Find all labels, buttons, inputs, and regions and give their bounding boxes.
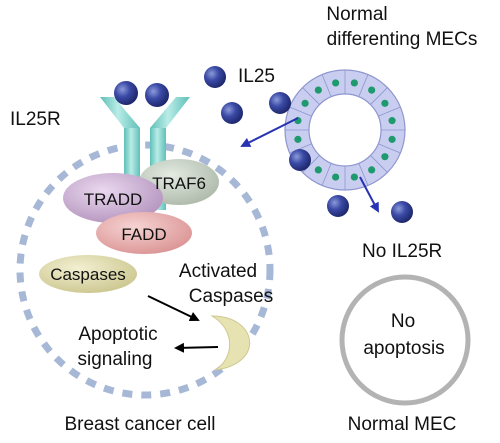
il25-label: IL25	[238, 66, 275, 87]
no-apoptosis-label-line2: apoptosis	[363, 338, 444, 359]
il25-secretion-arrow	[240, 117, 299, 147]
activated-caspases-label-line1: Activated	[179, 261, 257, 282]
duct-cell-divider	[302, 155, 320, 173]
apoptotic-signaling-label-line1: Apoptotic	[78, 324, 157, 345]
normal-mec-duct	[284, 69, 406, 191]
duct-cell-nucleus	[294, 135, 302, 143]
normal-mecs-label-line2: differenting MECs	[327, 29, 478, 50]
duct-cell-divider	[302, 87, 320, 105]
duct-cell-nucleus	[332, 173, 340, 181]
il25-ligand	[327, 195, 349, 217]
traf6-label: TRAF6	[152, 174, 206, 193]
il25-ligand	[391, 201, 413, 223]
activated-caspases-crescent	[210, 315, 251, 371]
il25-ligand	[289, 149, 311, 171]
duct-cell-divider	[358, 74, 369, 97]
il25-ligand	[114, 81, 138, 105]
il25-ligand	[221, 102, 243, 124]
duct-cell-nucleus	[350, 79, 358, 87]
duct-cell-divider	[358, 163, 369, 186]
duct-cell-nucleus	[332, 79, 340, 87]
caspase-activation-arrow	[147, 295, 200, 322]
breast-cancer-cell-membrane	[16, 141, 274, 399]
fadd-label: FADD	[121, 225, 166, 244]
duct-cell-nucleus	[350, 173, 358, 181]
caspases-label: Caspases	[50, 265, 126, 284]
no-il25r-label: No IL25R	[362, 241, 442, 262]
fadd-protein	[96, 212, 192, 254]
tradd-label: TRADD	[84, 190, 143, 209]
duct-cell-divider	[289, 106, 312, 117]
tradd-protein	[63, 173, 163, 223]
normal-mec-arrow	[359, 176, 379, 213]
il25r-label: IL25R	[10, 109, 61, 130]
normal-mec-label: Normal MEC	[348, 414, 457, 435]
duct-cell-nucleus	[388, 135, 396, 143]
apoptotic-signaling-arrow	[174, 342, 219, 353]
normal-mecs-label-line1: Normal	[326, 4, 387, 25]
duct-cell-nucleus	[381, 99, 389, 107]
il25-ligand	[269, 92, 291, 114]
il25-ligands	[114, 66, 413, 223]
duct-cell-nucleus	[368, 166, 376, 174]
duct-cell-nucleus	[314, 166, 322, 174]
activated-caspases-label-line2: Caspases	[189, 286, 274, 307]
duct-cell-nucleus	[381, 153, 389, 161]
duct-cell-nucleus	[314, 86, 322, 94]
no-apoptosis-label-line1: No	[391, 311, 415, 332]
duct-cell-divider	[370, 155, 388, 173]
duct-cell-divider	[321, 163, 332, 186]
normal-mec-cell	[339, 274, 471, 406]
duct-cell-divider	[370, 87, 388, 105]
il25-ligand	[145, 83, 169, 107]
breast-cancer-cell-label: Breast cancer cell	[64, 414, 215, 435]
duct-cell-divider	[321, 74, 332, 97]
duct-cell-nucleus	[388, 117, 396, 125]
duct-cell-divider	[378, 106, 401, 117]
duct-cell-nucleus	[301, 99, 309, 107]
il25-ligand	[204, 66, 226, 88]
caspases-protein	[39, 255, 137, 293]
duct-cell-divider	[378, 143, 401, 154]
apoptotic-signaling-label-line2: signaling	[78, 349, 153, 370]
duct-cell-nucleus	[368, 86, 376, 94]
